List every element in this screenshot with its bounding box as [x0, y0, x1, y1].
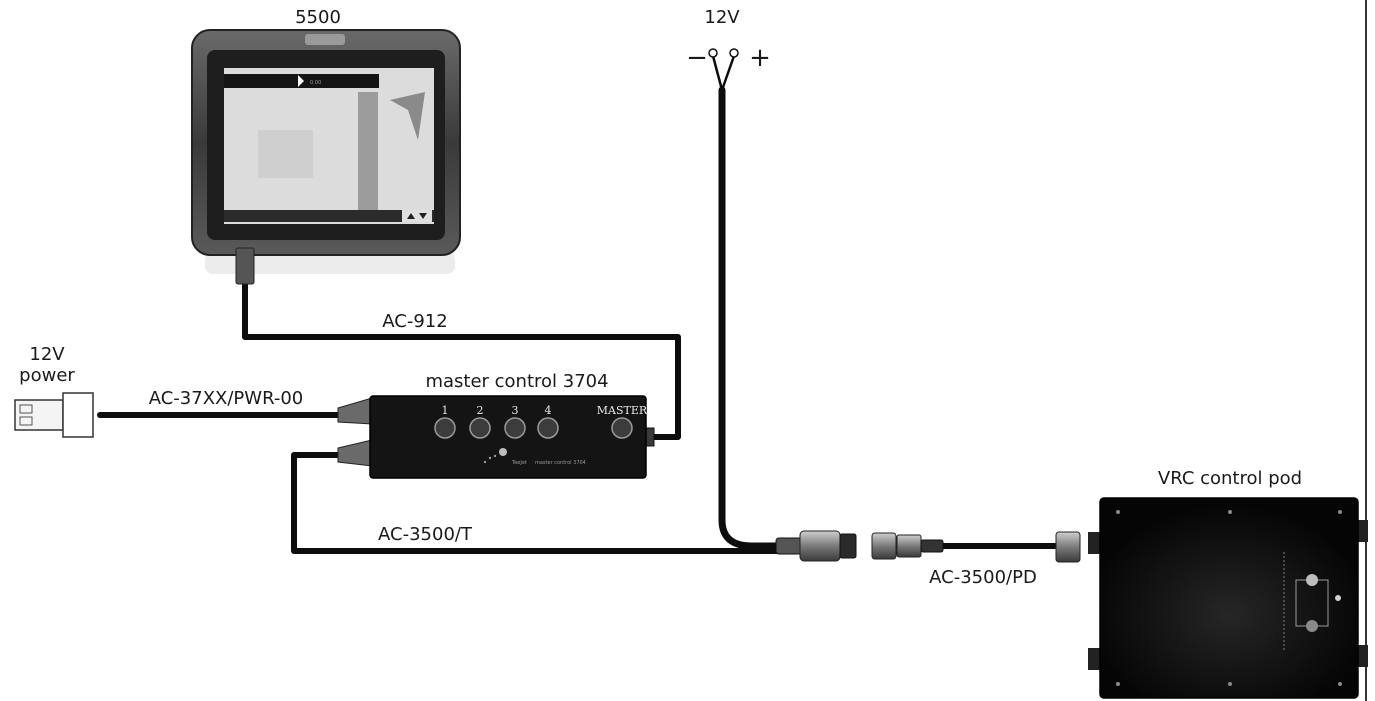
- pod-flange-bottom: [1088, 648, 1100, 670]
- cable-12v-supply: [718, 86, 784, 550]
- terminal-positive: [729, 48, 739, 58]
- master-control-3704: 1 2 3 4 MASTER TeeJet master control 370…: [337, 371, 655, 479]
- battery-plus-sign: +: [749, 43, 771, 73]
- screen-bottom-bar: [224, 210, 434, 222]
- pod-indicator-top: [1306, 574, 1318, 586]
- master-switch: [611, 417, 633, 439]
- power-plug-pin-2: [19, 416, 33, 426]
- screen-boom-shape: [390, 92, 425, 140]
- battery-label: 12V: [704, 7, 740, 28]
- lead-negative: [711, 55, 724, 91]
- screen-tractor-shape: [258, 130, 313, 178]
- pod-screw-tm: [1228, 510, 1232, 514]
- master-control-body: [369, 395, 647, 479]
- power-label-line2: power: [19, 365, 75, 386]
- cable-ac-3500-t: [291, 452, 783, 554]
- master-control-label: master control 3704: [425, 371, 608, 392]
- pod-body: [1099, 497, 1359, 699]
- master-input-connector-bottom: [337, 439, 373, 467]
- master-button-4-label: 4: [545, 404, 552, 417]
- section-switch-1: [434, 417, 456, 439]
- pod-indicator-right: [1335, 595, 1341, 601]
- cable-label-ac-912: AC-912: [382, 311, 447, 332]
- terminal-negative: [708, 48, 718, 58]
- master-button-1-label: 1: [442, 404, 449, 417]
- screen-side-panel: [358, 92, 378, 212]
- display-label: 5500: [295, 7, 341, 28]
- pod-connector: [1055, 531, 1081, 563]
- led-dot-1: [488, 456, 492, 460]
- pod-indicator-bottom: [1306, 620, 1318, 632]
- pod-screw-tl: [1116, 510, 1120, 514]
- master-input-connector-top: [337, 397, 373, 425]
- led-dot-3: [483, 460, 487, 464]
- pod-label: VRC control pod: [1158, 468, 1302, 489]
- battery-minus-sign: −: [686, 43, 708, 73]
- pod-screw-br: [1338, 682, 1342, 686]
- power-plug-pin-1: [19, 404, 33, 414]
- section-switch-3: [504, 417, 526, 439]
- vrc-control-pod: VRC control pod: [1055, 468, 1368, 699]
- master-button-master-label: MASTER: [597, 404, 648, 417]
- section-switch-4: [537, 417, 559, 439]
- power-plug-latch: [62, 392, 94, 438]
- screen-arrow-button: [402, 210, 432, 222]
- pod-flange-top: [1088, 532, 1100, 554]
- display-shadow: [205, 252, 455, 274]
- connector-collar-left: [775, 537, 803, 555]
- cable-label-ac-3500-pd: AC-3500/PD: [929, 567, 1037, 588]
- master-brand-text: TeeJet: [511, 460, 527, 466]
- cable-label-ac-3500-t: AC-3500/T: [378, 524, 473, 545]
- screen-up-arrow-icon: [407, 213, 415, 219]
- section-switch-2: [469, 417, 491, 439]
- display-top-handle: [305, 34, 345, 45]
- connector-tail: [920, 539, 944, 553]
- connector-body-right: [871, 532, 897, 560]
- cable-label-ac-37xx-pwr-00: AC-37XX/PWR-00: [149, 388, 304, 409]
- status-led: [499, 448, 507, 456]
- cable-ac-912: [242, 279, 681, 440]
- power-plug: 12V power: [14, 344, 94, 438]
- master-button-2-label: 2: [477, 404, 484, 417]
- led-dot-2: [493, 454, 497, 458]
- connector-assembly: [775, 530, 944, 562]
- pod-screw-tr: [1338, 510, 1342, 514]
- master-model-text: master control 3704: [535, 460, 586, 466]
- pod-screw-bm: [1228, 682, 1232, 686]
- connector-nut-right: [896, 534, 922, 558]
- pod-flange-right-top: [1356, 520, 1368, 542]
- connector-nut-left: [839, 533, 857, 559]
- connector-body-left: [799, 530, 841, 562]
- pod-screw-bl: [1116, 682, 1120, 686]
- pod-flange-right-bottom: [1356, 645, 1368, 667]
- display-screen: [224, 68, 434, 224]
- screen-readout: 0.00: [310, 80, 321, 86]
- battery-leads: − + 12V: [686, 7, 771, 91]
- power-label-line1: 12V: [29, 344, 65, 365]
- screen-heading-marker: [298, 75, 304, 87]
- screen-down-arrow-icon: [419, 213, 427, 219]
- master-button-3-label: 3: [512, 404, 519, 417]
- display-bottom-connector: [235, 247, 255, 285]
- cables: [97, 86, 1058, 554]
- lead-positive: [720, 55, 736, 91]
- display-5500: 0.00 5500: [191, 7, 461, 285]
